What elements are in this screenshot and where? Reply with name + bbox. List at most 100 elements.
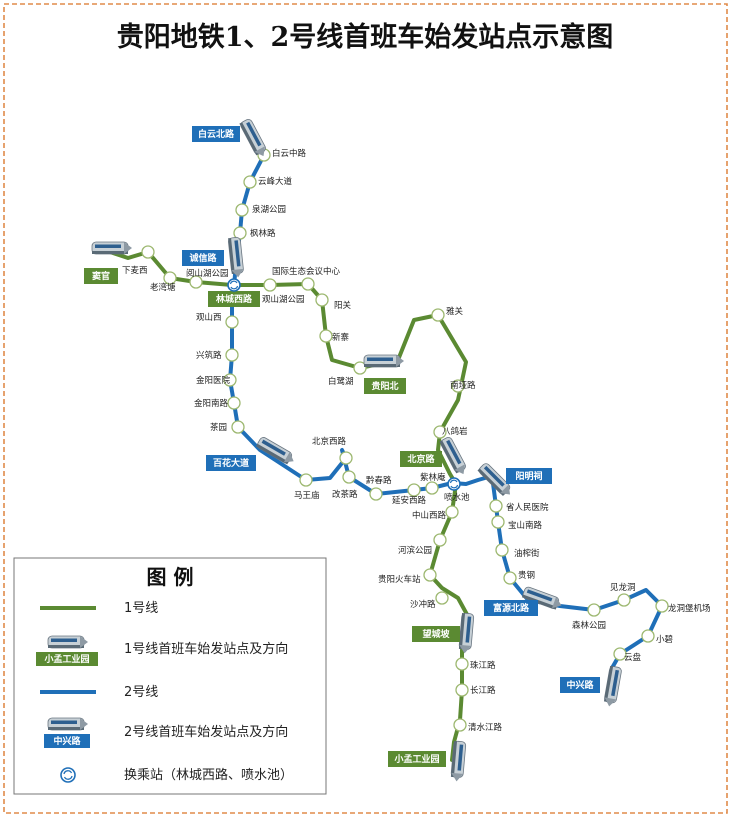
terminal-badge — [400, 451, 442, 467]
legend-title: 图 例 — [147, 565, 194, 589]
station-dot — [491, 515, 505, 529]
terminal-badge-label: 窦官 — [92, 270, 110, 282]
legend-badge-label: 小孟工业园 — [43, 653, 89, 665]
station-label: 紫林庵 — [420, 472, 446, 483]
station-label: 阳关 — [334, 300, 352, 311]
station-label: 中山西路 — [412, 510, 447, 521]
station-label: 金阳南路 — [194, 398, 229, 409]
station-dot — [455, 657, 469, 671]
station-dot — [641, 629, 655, 643]
station-label: 宝山南路 — [508, 520, 543, 531]
legend-label: 1号线首班车始发站点及方向 — [124, 641, 288, 657]
station-dot — [425, 481, 439, 495]
terminal-badge — [364, 378, 406, 394]
station-label: 雅关 — [446, 306, 464, 317]
terminal-badge — [182, 250, 224, 266]
legend-box — [13, 557, 327, 795]
station-labels: 白云中路 云峰大道 泉湖公园 枫林路 观山西 兴筑路 金阳医院 金阳南路 茶园 … — [122, 148, 711, 733]
station-label: 老湾塘 — [150, 282, 176, 293]
train-icon — [363, 354, 405, 368]
station-dot — [445, 505, 459, 519]
train-icon — [47, 635, 89, 649]
station-label: 喷水池 — [444, 492, 470, 503]
legend: 图 例 1号线 小孟工业园 1号线首班车始发站点及方向 2号线 中兴路 2号线首… — [13, 557, 327, 795]
station-label: 贵钢 — [518, 570, 535, 581]
station-dot — [453, 718, 467, 732]
station-dot — [243, 175, 257, 189]
train-icon — [602, 665, 623, 708]
terminal-badge-label: 北京路 — [407, 453, 435, 465]
station-dots — [141, 148, 669, 732]
station-dot — [433, 425, 447, 439]
station-dot — [231, 420, 245, 434]
train-icon — [458, 612, 475, 655]
station-dot — [299, 473, 313, 487]
station-label: 下麦西 — [122, 265, 148, 276]
station-dot — [163, 271, 177, 285]
station-label: 八鸽岩 — [442, 426, 468, 437]
station-label: 云盘 — [624, 652, 642, 663]
terminal-badge-label: 富源北路 — [493, 602, 530, 614]
legend-label: 换乘站（林城西路、喷水池） — [124, 767, 293, 783]
station-label: 油榨街 — [514, 548, 540, 559]
station-label: 观山西 — [196, 312, 222, 323]
station-dot — [339, 451, 353, 465]
station-label: 长江路 — [470, 685, 496, 696]
terminal-badge — [560, 677, 600, 693]
station-label: 白云中路 — [272, 148, 307, 159]
station-label: 清水江路 — [468, 722, 503, 733]
station-dot — [423, 568, 437, 582]
station-dot — [225, 315, 239, 329]
train-icon — [91, 241, 133, 255]
legend-label: 1号线 — [124, 601, 158, 616]
station-dot — [223, 373, 237, 387]
terminal-badge-label: 白云北路 — [198, 128, 235, 140]
terminal-badges: 白云北路 诚信路 百花大道 阳明祠 富源北路 中兴路 窦官 贵阳北 北京路 望城… — [84, 117, 623, 783]
station-dot — [431, 308, 445, 322]
station-dot — [315, 293, 329, 307]
terminal-badge — [506, 468, 552, 484]
station-label: 改茶路 — [332, 489, 358, 500]
legend-badge — [44, 734, 90, 748]
terminal-badge — [484, 600, 538, 616]
legend-badge-label: 中兴路 — [53, 735, 81, 747]
station-dot — [617, 593, 631, 607]
station-dot — [489, 499, 503, 513]
station-dot — [433, 533, 447, 547]
station-dot — [435, 591, 449, 605]
station-label: 小碧 — [656, 634, 674, 645]
legend-label: 2号线 — [124, 685, 158, 700]
station-label: 茶园 — [210, 422, 227, 433]
station-dot — [342, 470, 356, 484]
station-dot — [655, 599, 669, 613]
transfer-icon — [447, 477, 461, 491]
station-dot — [503, 571, 517, 585]
station-label: 延安西路 — [392, 495, 427, 506]
station-dot — [613, 647, 627, 661]
legend-badge — [36, 652, 98, 666]
station-label: 泉湖公园 — [252, 204, 286, 215]
station-label: 沙冲路 — [410, 599, 436, 610]
station-label: 国际生态会议中心 — [272, 266, 341, 277]
terminal-badge-label: 诚信路 — [189, 252, 217, 264]
station-label: 枫林路 — [250, 228, 276, 239]
station-dot — [587, 603, 601, 617]
map-frame — [3, 3, 728, 814]
station-dot — [141, 245, 155, 259]
station-label: 南垭路 — [450, 380, 476, 391]
station-label: 北京西路 — [312, 436, 347, 447]
station-label: 见龙洞 — [610, 582, 636, 593]
station-dot — [353, 361, 367, 375]
station-label: 河滨公园 — [398, 545, 432, 556]
terminal-badge-label: 阳明祠 — [515, 470, 542, 482]
transfer-badge-label: 林城西路 — [216, 293, 253, 305]
station-dot — [263, 278, 277, 292]
train-icon — [47, 717, 89, 731]
station-label: 黔春路 — [366, 475, 392, 486]
terminal-badge-label: 中兴路 — [566, 679, 594, 691]
station-label: 贵阳火车站 — [378, 574, 421, 585]
station-label: 马王庙 — [294, 490, 320, 501]
terminal-badge-label: 百花大道 — [213, 457, 249, 469]
